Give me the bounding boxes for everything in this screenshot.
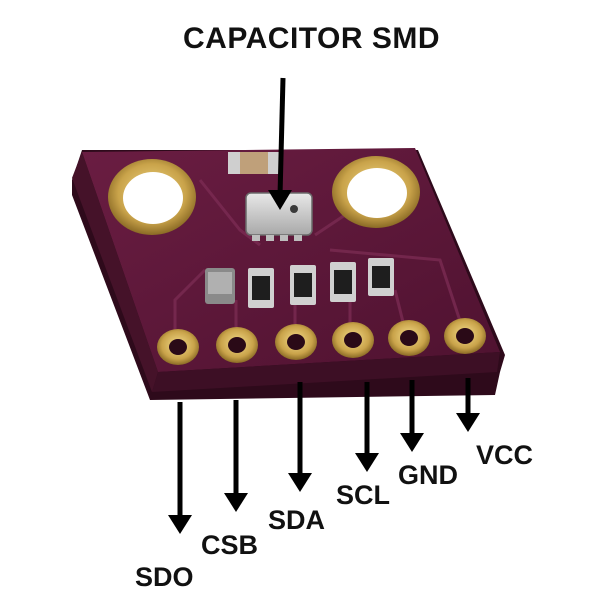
smd-capacitor <box>205 268 235 304</box>
pin-label-csb: CSB <box>201 530 259 560</box>
pin-pad-csb <box>216 327 258 363</box>
top-capacitor <box>228 152 280 174</box>
arrow-gnd <box>400 380 424 452</box>
pin-label-sda: SDA <box>268 505 326 535</box>
pin-label-sdo: SDO <box>135 562 194 592</box>
arrow-csb <box>224 400 248 512</box>
pin-label-vcc: VCC <box>476 440 534 470</box>
arrow-vcc <box>456 378 480 432</box>
pin-pad-sda <box>275 324 317 360</box>
pcb-left-edge <box>72 152 158 392</box>
sensor-chip <box>245 192 313 241</box>
pin-pad-gnd <box>388 320 430 356</box>
smd-components <box>205 258 394 308</box>
mounting-hole-right <box>332 156 420 228</box>
mounting-hole-left <box>108 159 196 235</box>
arrow-sda <box>288 382 312 492</box>
capacitor-arrow <box>268 77 292 210</box>
smd-resistor-4 <box>368 258 394 296</box>
arrows <box>168 77 480 534</box>
pin-pads <box>157 318 486 365</box>
smd-resistor-3 <box>330 262 356 302</box>
pin-label-scl: SCL <box>336 480 390 510</box>
pin-label-gnd: GND <box>398 460 458 490</box>
pin-pad-sdo <box>157 329 199 365</box>
smd-resistor-2 <box>290 265 316 305</box>
pcb-edge-highlight <box>152 352 500 392</box>
capacitor-smd-label: CAPACITOR SMD <box>183 22 441 55</box>
smd-resistor-1 <box>248 268 274 308</box>
pin-pad-vcc <box>444 318 486 354</box>
arrow-scl <box>355 382 379 472</box>
arrow-sdo <box>168 402 192 534</box>
pin-pad-scl <box>332 322 374 358</box>
